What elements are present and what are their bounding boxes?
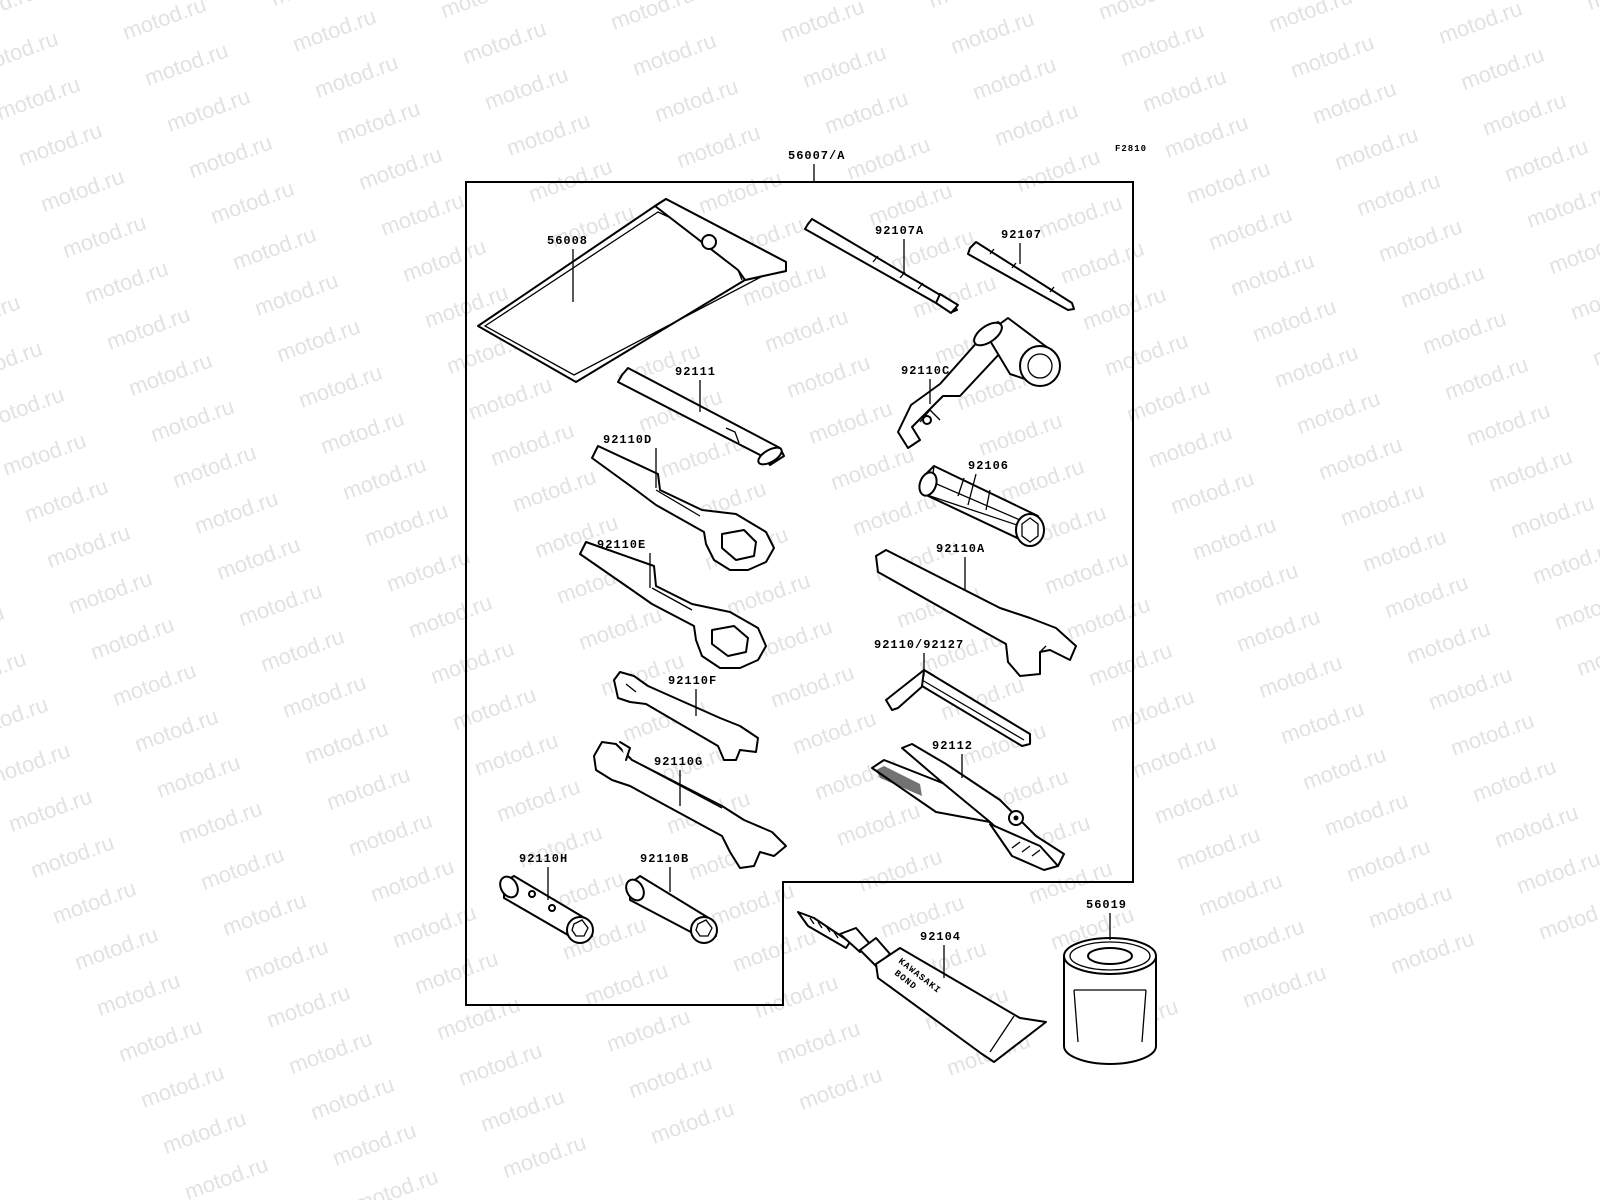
figure-code: F2810: [1115, 144, 1147, 154]
label-92110G[interactable]: 92110G: [654, 755, 703, 769]
label-92110D[interactable]: 92110D: [603, 433, 652, 447]
label-92110E[interactable]: 92110E: [597, 538, 646, 552]
part-92110-92127-hex-key[interactable]: [885, 669, 1031, 747]
part-56019-grease-can[interactable]: [1063, 937, 1157, 1065]
part-92110F-open-wrench[interactable]: [613, 671, 759, 761]
part-92106-spark-plug-socket[interactable]: [916, 465, 1045, 547]
label-92107A[interactable]: 92107A: [875, 224, 924, 238]
label-56019[interactable]: 56019: [1086, 898, 1127, 912]
part-92107-screwdriver[interactable]: [967, 241, 1075, 311]
part-92110D-ring-wrench[interactable]: [591, 445, 775, 571]
kit-frame: [465, 181, 1134, 1006]
label-56008[interactable]: 56008: [547, 234, 588, 248]
label-92104[interactable]: 92104: [920, 930, 961, 944]
label-92107[interactable]: 92107: [1001, 228, 1042, 242]
label-92110F[interactable]: 92110F: [668, 674, 717, 688]
label-92110-92127[interactable]: 92110/92127: [874, 638, 964, 652]
label-92110H[interactable]: 92110H: [519, 852, 568, 866]
label-kit-56007A[interactable]: 56007/A: [788, 149, 845, 163]
label-92111[interactable]: 92111: [675, 365, 716, 379]
part-92111-extension-bar[interactable]: [617, 367, 785, 468]
part-92110H-box-wrench[interactable]: [497, 873, 594, 944]
label-92110C[interactable]: 92110C: [901, 364, 950, 378]
part-92112-pliers[interactable]: [871, 743, 1065, 871]
part-92110A-open-wrench[interactable]: [875, 549, 1077, 677]
part-56008-tool-pouch[interactable]: [477, 198, 787, 383]
label-92112[interactable]: 92112: [932, 739, 973, 753]
part-92104-kawasaki-bond-tube[interactable]: KAWASAKI BOND: [797, 911, 1047, 1063]
label-92106[interactable]: 92106: [968, 459, 1009, 473]
part-92110B-box-wrench[interactable]: [623, 875, 718, 944]
label-92110B[interactable]: 92110B: [640, 852, 689, 866]
label-92110A[interactable]: 92110A: [936, 542, 985, 556]
leader-92106: [967, 473, 977, 506]
part-92110C-plug-wrench[interactable]: [897, 317, 1061, 449]
part-92110E-ring-wrench[interactable]: [579, 541, 767, 669]
part-92110G-open-wrench[interactable]: [593, 741, 787, 869]
